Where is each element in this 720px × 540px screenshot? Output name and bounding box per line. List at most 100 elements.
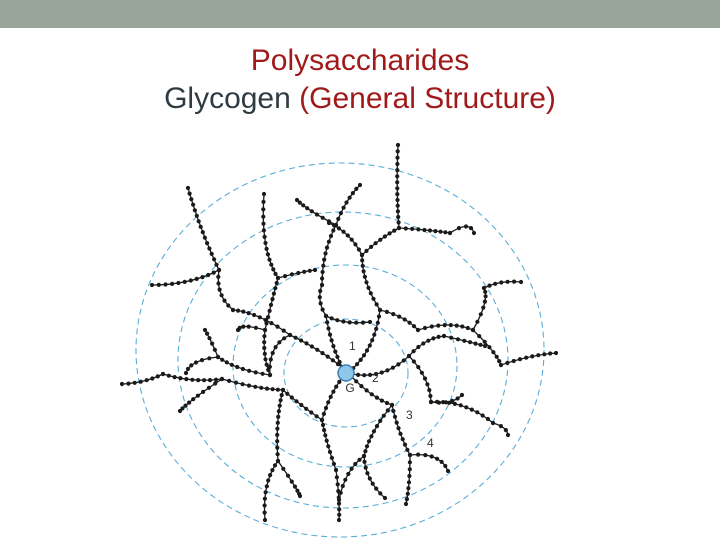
- glucose-unit: [261, 228, 266, 233]
- glucose-unit: [335, 354, 340, 359]
- glucose-unit: [335, 362, 341, 367]
- glucose-unit: [340, 483, 345, 489]
- glucose-unit: [391, 312, 396, 317]
- glucose-unit: [353, 242, 358, 247]
- glucose-unit: [460, 324, 465, 329]
- glucose-unit: [126, 381, 131, 386]
- glucose-unit: [209, 251, 214, 256]
- glucose-unit: [233, 380, 239, 385]
- glucose-unit: [187, 191, 192, 196]
- glucose-unit: [361, 453, 367, 459]
- glucose-unit: [252, 312, 257, 318]
- glucose-unit: [447, 230, 453, 236]
- glucose-unit: [275, 445, 280, 450]
- glucose-unit: [194, 276, 199, 281]
- glucose-unit: [326, 239, 331, 244]
- glucose-unit: [542, 352, 547, 357]
- glucose-unit: [185, 366, 191, 371]
- glucose-unit: [455, 396, 460, 401]
- glucose-chain: [217, 269, 234, 311]
- glycogenin-label: G: [345, 381, 354, 395]
- subtitle-general-structure: (General Structure): [299, 82, 556, 115]
- glucose-unit: [293, 335, 298, 340]
- glucose-unit: [341, 229, 346, 234]
- glucose-unit: [268, 357, 273, 362]
- glucose-unit: [356, 247, 361, 252]
- glucose-unit: [468, 340, 473, 345]
- glucose-chain: [319, 284, 327, 317]
- glucose-unit: [482, 343, 488, 349]
- glucose-unit: [334, 384, 339, 389]
- glucose-unit: [503, 428, 508, 433]
- glucose-unit: [279, 393, 284, 398]
- glucose-unit: [482, 339, 487, 344]
- glucose-unit: [354, 186, 359, 191]
- glucose-unit: [200, 230, 205, 235]
- glucose-unit: [470, 327, 476, 333]
- glucose-chain: [363, 404, 393, 457]
- glucose-unit: [267, 308, 272, 313]
- glucose-unit: [481, 305, 486, 310]
- glucose-unit: [240, 382, 245, 387]
- glucose-unit: [317, 295, 322, 300]
- glucose-unit: [357, 182, 363, 188]
- glucose-unit: [396, 426, 401, 431]
- glucose-chain: [430, 394, 463, 404]
- glucose-unit: [482, 299, 487, 304]
- glucose-unit: [402, 442, 408, 447]
- glucose-unit: [337, 512, 342, 517]
- glucose-unit: [261, 221, 266, 226]
- glucose-unit: [271, 291, 276, 296]
- glucose-unit: [297, 200, 302, 205]
- glucose-unit: [207, 336, 212, 341]
- glucose-unit: [198, 224, 203, 229]
- glucose-unit: [371, 429, 377, 434]
- glucose-unit: [366, 285, 371, 290]
- glucose-unit: [411, 324, 417, 329]
- glucose-unit: [416, 365, 421, 370]
- glucose-unit: [378, 237, 383, 242]
- glucose-unit: [336, 495, 341, 500]
- glucose-unit: [403, 226, 408, 231]
- glucose-unit: [318, 301, 323, 306]
- glucose-unit: [211, 270, 216, 275]
- glucose-unit: [309, 344, 314, 349]
- glucose-unit: [363, 465, 368, 470]
- glucose-unit: [183, 403, 188, 408]
- glucose-unit: [266, 367, 271, 372]
- glucose-unit: [407, 460, 412, 465]
- glucose-unit: [207, 246, 212, 251]
- glucose-unit: [477, 334, 482, 339]
- glucose-unit: [364, 280, 369, 285]
- glucose-unit: [375, 320, 380, 325]
- glucose-unit: [491, 350, 496, 355]
- glucose-unit: [406, 486, 411, 491]
- glucose-unit: [207, 378, 213, 383]
- glucose-unit: [362, 274, 367, 279]
- glucose-unit: [341, 319, 346, 324]
- glucose-unit: [397, 314, 402, 319]
- glucose-unit: [201, 389, 206, 394]
- glucose-unit: [416, 452, 421, 457]
- glucose-unit: [269, 262, 274, 267]
- glucose-unit: [205, 241, 210, 246]
- glucose-unit: [210, 341, 215, 346]
- glucose-unit: [275, 458, 281, 464]
- glucose-unit: [392, 228, 397, 233]
- glucose-unit: [445, 468, 451, 474]
- glucose-unit: [257, 315, 262, 320]
- glucose-unit: [349, 237, 354, 242]
- glucose-chain: [409, 453, 449, 472]
- glucose-unit: [426, 338, 431, 343]
- glucose-unit: [374, 486, 379, 491]
- glucose-unit: [246, 383, 252, 388]
- glucose-unit: [315, 347, 320, 352]
- glucose-unit: [343, 477, 348, 482]
- tier-label-4: 4: [427, 436, 434, 450]
- glucose-unit: [246, 311, 251, 316]
- glucose-unit: [392, 414, 398, 419]
- glucose-unit: [247, 368, 252, 373]
- glucose-unit: [309, 410, 314, 415]
- glucose-unit: [321, 411, 326, 416]
- glucose-unit: [262, 496, 267, 501]
